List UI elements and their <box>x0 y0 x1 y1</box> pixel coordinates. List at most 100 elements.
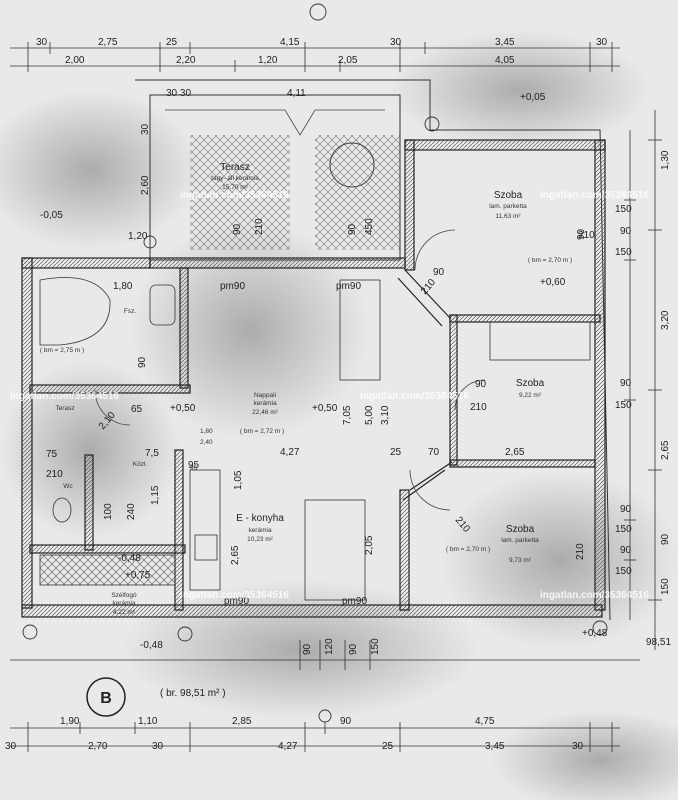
room-height: ( bm = 2,70 m ) <box>446 546 490 553</box>
level-label: -0,05 <box>40 210 63 221</box>
room-name: Szoba <box>516 378 545 389</box>
room-name: Közl. <box>133 461 148 468</box>
room-finish: kerámia <box>253 400 277 407</box>
dim-label: 120 <box>324 638 335 655</box>
dim-label: 90 <box>620 545 632 556</box>
dim-label: 7,05 <box>342 405 353 425</box>
dim-label: 150 <box>370 638 381 655</box>
dim-label: 65 <box>131 404 143 415</box>
level-label: 98,51 <box>646 637 671 648</box>
dim-label: 2,05 <box>364 535 375 555</box>
dim-label: 150 <box>615 524 632 535</box>
dim-label: 30 <box>572 741 584 752</box>
room-name: E - konyha <box>236 513 284 524</box>
room-name: Szoba <box>506 524 535 535</box>
dim-label: 2,75 <box>98 37 118 48</box>
dim-label: 4,27 <box>280 447 300 458</box>
watermark: ingatlan.com/35364516 <box>180 590 289 601</box>
dim-label: 90 <box>620 378 632 389</box>
dim-label: 1,80 <box>200 428 213 435</box>
room-area: 4,22 m² <box>113 609 136 616</box>
dim-label: 2,00 <box>65 55 85 66</box>
dim-label: 3,45 <box>495 37 515 48</box>
room-finish: lam. parketta <box>489 203 527 210</box>
dim-label: 100 <box>103 503 114 520</box>
room-ekonyha: E - konyha kerámia 10,23 m² <box>236 513 284 543</box>
door-labels: pm90 pm90 pm90 pm90 <box>220 281 367 607</box>
level-label: +0,05 <box>520 92 546 103</box>
fixtures <box>39 277 591 601</box>
dim-label: 2,65 <box>505 447 525 458</box>
room-name: Szélfogó <box>111 592 137 599</box>
dim-label: 90 <box>620 504 632 515</box>
dim-label: 210 <box>470 402 487 413</box>
room-name: Terasz <box>220 162 249 173</box>
dim-label: 210 <box>575 543 586 560</box>
dim-label: 90 <box>137 356 148 368</box>
watermark: ingatlan.com/35364516 <box>540 590 649 601</box>
level-label: +0,48 <box>582 628 608 639</box>
room-area: 11,63 m² <box>495 213 521 220</box>
dim-label: 2,05 <box>338 55 358 66</box>
dim-label: 4,27 <box>278 741 298 752</box>
dim-label: 1,90 <box>60 716 80 727</box>
dim-label: 95 <box>188 460 200 471</box>
level-markers <box>22 3 608 723</box>
bottom-dims: 1,90 1,10 2,85 90 4,75 30 2,70 30 4,27 2… <box>5 716 584 752</box>
dim-label: 70 <box>428 447 440 458</box>
dim-label: 210 <box>46 469 63 480</box>
room-height: ( bm = 2,75 m ) <box>40 347 84 354</box>
dim-label: 210 <box>419 277 438 297</box>
level-label: -0,48 <box>118 553 141 564</box>
dim-label: 30 30 <box>166 88 191 99</box>
watermark: ingatlan.com/35364516 <box>540 190 649 201</box>
door-label: pm90 <box>224 596 249 607</box>
level-label: +0,75 <box>125 570 151 581</box>
dim-label: 4,75 <box>475 716 495 727</box>
room-finish: kerámia <box>248 527 272 534</box>
room-finish: fagy- áll kerámia <box>211 175 259 182</box>
door-swings <box>94 229 486 511</box>
room-szelfogo: Szélfogó kerámia 4,22 m² <box>111 592 137 616</box>
room-wc: Wc <box>63 483 73 490</box>
room-terasz-2: Terasz <box>55 405 74 412</box>
top-dims-row2: 2,00 2,20 1,20 2,05 4,05 <box>65 55 515 66</box>
dim-label: 210 <box>578 230 595 241</box>
dim-label: 90 <box>348 643 359 655</box>
door-label: pm90 <box>342 596 367 607</box>
dim-label: 150 <box>615 400 632 411</box>
dim-label: 90 <box>660 533 671 545</box>
top-dims-row1: 30 2,75 25 4,15 30 3,45 30 <box>36 37 608 48</box>
dim-label: 4,15 <box>280 37 300 48</box>
dim-label: 25 <box>166 37 178 48</box>
room-area: 15,70 m² <box>222 184 248 191</box>
dim-label: 30 <box>390 37 402 48</box>
dim-label: 30 <box>140 123 151 135</box>
dim-label: 1,20 <box>258 55 278 66</box>
dim-label: 30 <box>152 741 164 752</box>
dim-label: 90 <box>433 267 445 278</box>
room-szoba-2: Szoba 9,22 m² <box>516 378 545 399</box>
dim-label: 150 <box>615 204 632 215</box>
dim-label: 2,60 <box>140 175 151 195</box>
dim-label: 150 <box>660 578 671 595</box>
dim-label: 3,20 <box>660 310 671 330</box>
dim-label: 90 <box>340 716 352 727</box>
dim-label: 150 <box>615 247 632 258</box>
dim-label: 2,85 <box>232 716 252 727</box>
dim-label: 90 <box>620 226 632 237</box>
terrace <box>135 79 611 621</box>
dim-label: 90 <box>302 643 313 655</box>
dim-label: 150 <box>615 566 632 577</box>
dim-label: 1,20 <box>128 231 148 242</box>
watermark: ingatlan.com/35364516 <box>180 190 289 201</box>
dim-label: 4,11 <box>287 88 306 99</box>
level-label: +0,50 <box>170 403 196 414</box>
bottom-dimension-lines <box>10 640 640 752</box>
dim-label: 25 <box>390 447 402 458</box>
dim-label: 30 <box>5 741 17 752</box>
dim-label: 95 <box>190 465 198 472</box>
room-furdo: Fsz. ( bm = 2,75 m ) <box>40 308 136 354</box>
